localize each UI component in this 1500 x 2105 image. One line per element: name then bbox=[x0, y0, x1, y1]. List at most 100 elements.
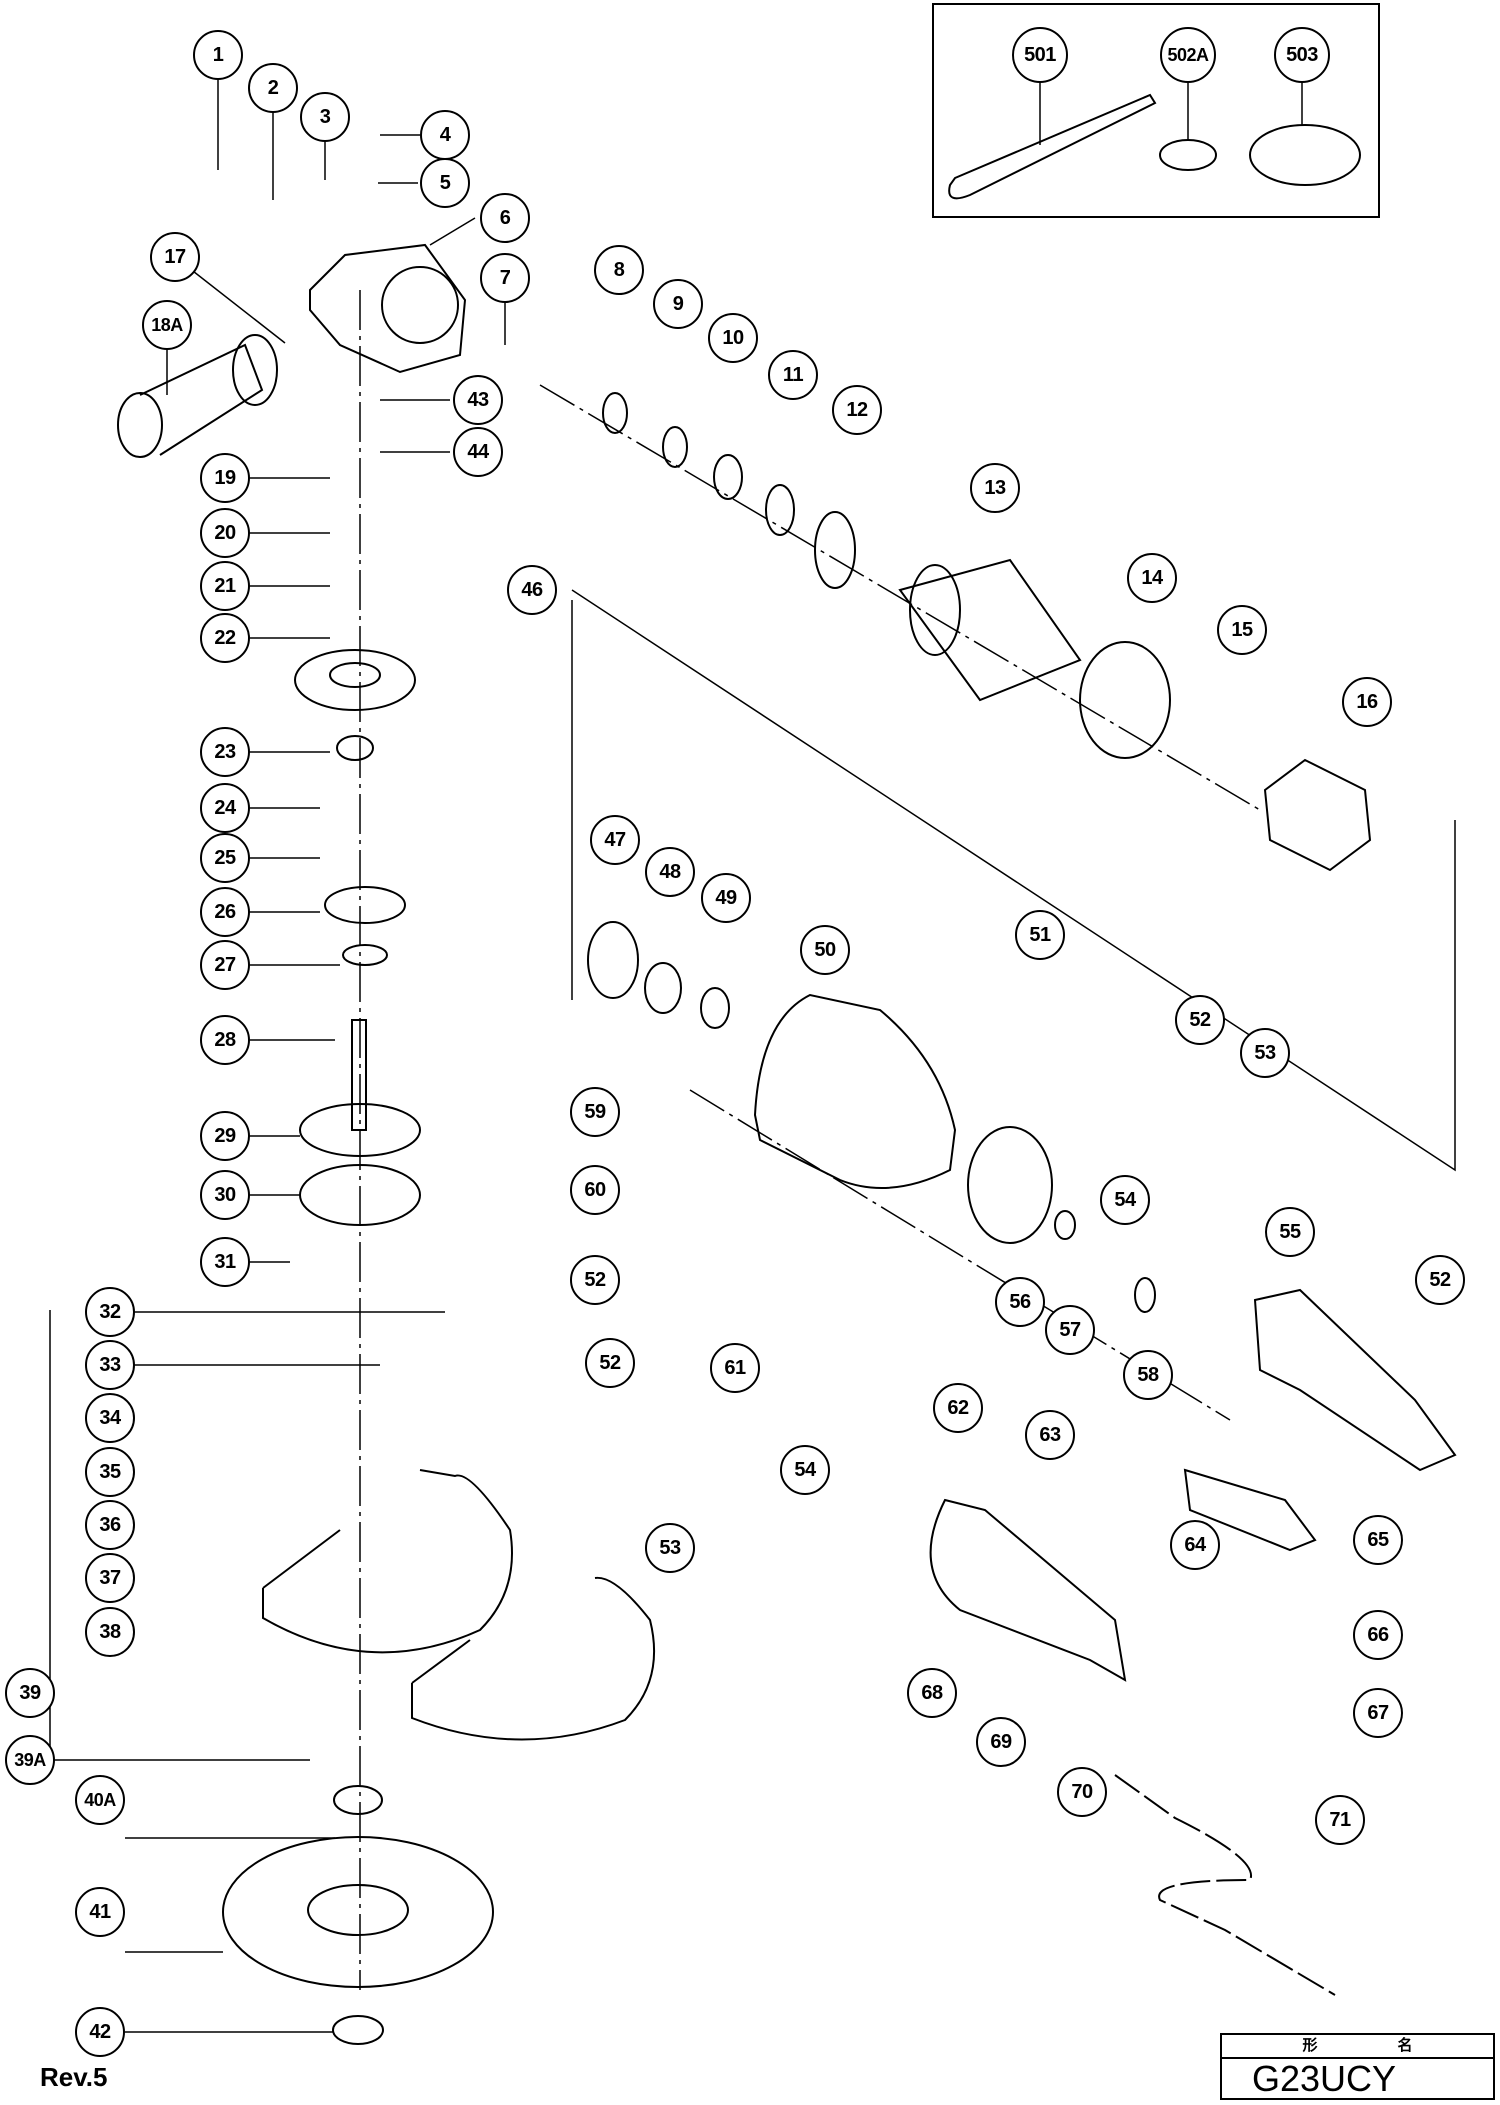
callout-47: 47 bbox=[590, 815, 640, 865]
callout-14: 14 bbox=[1127, 553, 1177, 603]
callout-12: 12 bbox=[832, 385, 882, 435]
callout-38: 38 bbox=[85, 1607, 135, 1657]
callout-21: 21 bbox=[200, 561, 250, 611]
callout-55: 55 bbox=[1265, 1207, 1315, 1257]
callout-1: 1 bbox=[193, 30, 243, 80]
revision-label: Rev.5 bbox=[40, 2062, 108, 2092]
switch-65 bbox=[1183, 1468, 1317, 1552]
callout-48: 48 bbox=[645, 847, 695, 897]
callout-43: 43 bbox=[453, 375, 503, 425]
model-title-block: 形 名 G23UCY bbox=[1220, 2033, 1495, 2100]
bearing-9 bbox=[662, 426, 688, 468]
callout-64: 64 bbox=[1170, 1520, 1220, 1570]
rubber-ring-11 bbox=[765, 484, 795, 536]
stator-16 bbox=[1263, 758, 1372, 872]
handle-68 bbox=[929, 1498, 1127, 1682]
ring-57 bbox=[1054, 1210, 1076, 1240]
model-header: 形 名 bbox=[1222, 2035, 1493, 2059]
callout-18A: 18A bbox=[142, 300, 192, 350]
callout-65: 65 bbox=[1353, 1515, 1403, 1565]
callout-25: 25 bbox=[200, 833, 250, 883]
ring-58 bbox=[1134, 1277, 1156, 1313]
callout-69: 69 bbox=[976, 1717, 1026, 1767]
callout-9: 9 bbox=[653, 279, 703, 329]
armature bbox=[898, 558, 1082, 702]
grinding-wheel bbox=[222, 1836, 494, 1988]
callout-13: 13 bbox=[970, 463, 1020, 513]
callout-35: 35 bbox=[85, 1447, 135, 1497]
callout-4: 4 bbox=[420, 110, 470, 160]
bearing-10 bbox=[713, 454, 743, 500]
callout-23: 23 bbox=[200, 727, 250, 777]
side-handle bbox=[117, 334, 278, 458]
callout-42: 42 bbox=[75, 2007, 125, 2057]
gear-housing bbox=[309, 243, 467, 374]
bearing-48 bbox=[644, 962, 682, 1014]
callout-52c: 52 bbox=[585, 1338, 635, 1388]
housing-opening bbox=[381, 266, 459, 344]
callout-10: 10 bbox=[708, 313, 758, 363]
callout-19: 19 bbox=[200, 453, 250, 503]
washer-8 bbox=[602, 392, 628, 434]
callout-52d: 52 bbox=[1415, 1255, 1465, 1305]
callout-15: 15 bbox=[1217, 605, 1267, 655]
bearing-47 bbox=[587, 921, 639, 999]
bearing-holder-12 bbox=[814, 511, 856, 589]
callout-66: 66 bbox=[1353, 1610, 1403, 1660]
model-header-char-1: 形 bbox=[1302, 2037, 1318, 2054]
bracket-46-diag bbox=[571, 589, 1456, 1172]
callout-71: 71 bbox=[1315, 1795, 1365, 1845]
callout-53a: 53 bbox=[1240, 1028, 1290, 1078]
tail-cover-56 bbox=[967, 1126, 1053, 1244]
callout-32: 32 bbox=[85, 1287, 135, 1337]
callout-26: 26 bbox=[200, 887, 250, 937]
bearing-27 bbox=[342, 944, 388, 966]
callout-54b: 54 bbox=[780, 1445, 830, 1495]
callout-36: 36 bbox=[85, 1500, 135, 1550]
callout-70: 70 bbox=[1057, 1767, 1107, 1817]
callout-11: 11 bbox=[768, 350, 818, 400]
bearing-23 bbox=[336, 735, 374, 761]
flange-503 bbox=[1249, 124, 1361, 186]
callout-31: 31 bbox=[200, 1237, 250, 1287]
callout-51: 51 bbox=[1015, 910, 1065, 960]
callout-16: 16 bbox=[1342, 677, 1392, 727]
callout-54a: 54 bbox=[1100, 1175, 1150, 1225]
bearing-49 bbox=[700, 987, 730, 1029]
callout-50: 50 bbox=[800, 925, 850, 975]
accessory-callout-503: 503 bbox=[1274, 27, 1330, 83]
housing-50 bbox=[753, 993, 957, 1189]
callout-5: 5 bbox=[420, 158, 470, 208]
callout-17: 17 bbox=[150, 232, 200, 282]
callout-68: 68 bbox=[907, 1668, 957, 1718]
callout-49: 49 bbox=[701, 873, 751, 923]
callout-28: 28 bbox=[200, 1015, 250, 1065]
callout-41: 41 bbox=[75, 1887, 125, 1937]
accessory-callout-501: 501 bbox=[1012, 27, 1068, 83]
motor-axis bbox=[539, 384, 1261, 811]
standard-accessories-box bbox=[932, 3, 1380, 218]
callout-57: 57 bbox=[1045, 1305, 1095, 1355]
packing-29 bbox=[299, 1103, 421, 1157]
spanner-501 bbox=[948, 93, 1157, 200]
callout-67: 67 bbox=[1353, 1688, 1403, 1738]
wheel-nut-42 bbox=[332, 2015, 384, 2045]
callout-30: 30 bbox=[200, 1170, 250, 1220]
callout-20: 20 bbox=[200, 508, 250, 558]
fan-guide-14 bbox=[1079, 641, 1171, 759]
callout-34: 34 bbox=[85, 1393, 135, 1443]
handle-55 bbox=[1253, 1288, 1457, 1472]
callout-46: 46 bbox=[507, 565, 557, 615]
callout-2: 2 bbox=[248, 63, 298, 113]
callout-8: 8 bbox=[594, 245, 644, 295]
callout-3: 3 bbox=[300, 92, 350, 142]
spindle bbox=[351, 1019, 367, 1131]
callout-44: 44 bbox=[453, 427, 503, 477]
callout-52b: 52 bbox=[570, 1255, 620, 1305]
callout-61: 61 bbox=[710, 1343, 760, 1393]
callout-24: 24 bbox=[200, 783, 250, 833]
callout-6: 6 bbox=[480, 193, 530, 243]
model-header-char-2: 名 bbox=[1397, 2037, 1413, 2054]
callout-7: 7 bbox=[480, 253, 530, 303]
